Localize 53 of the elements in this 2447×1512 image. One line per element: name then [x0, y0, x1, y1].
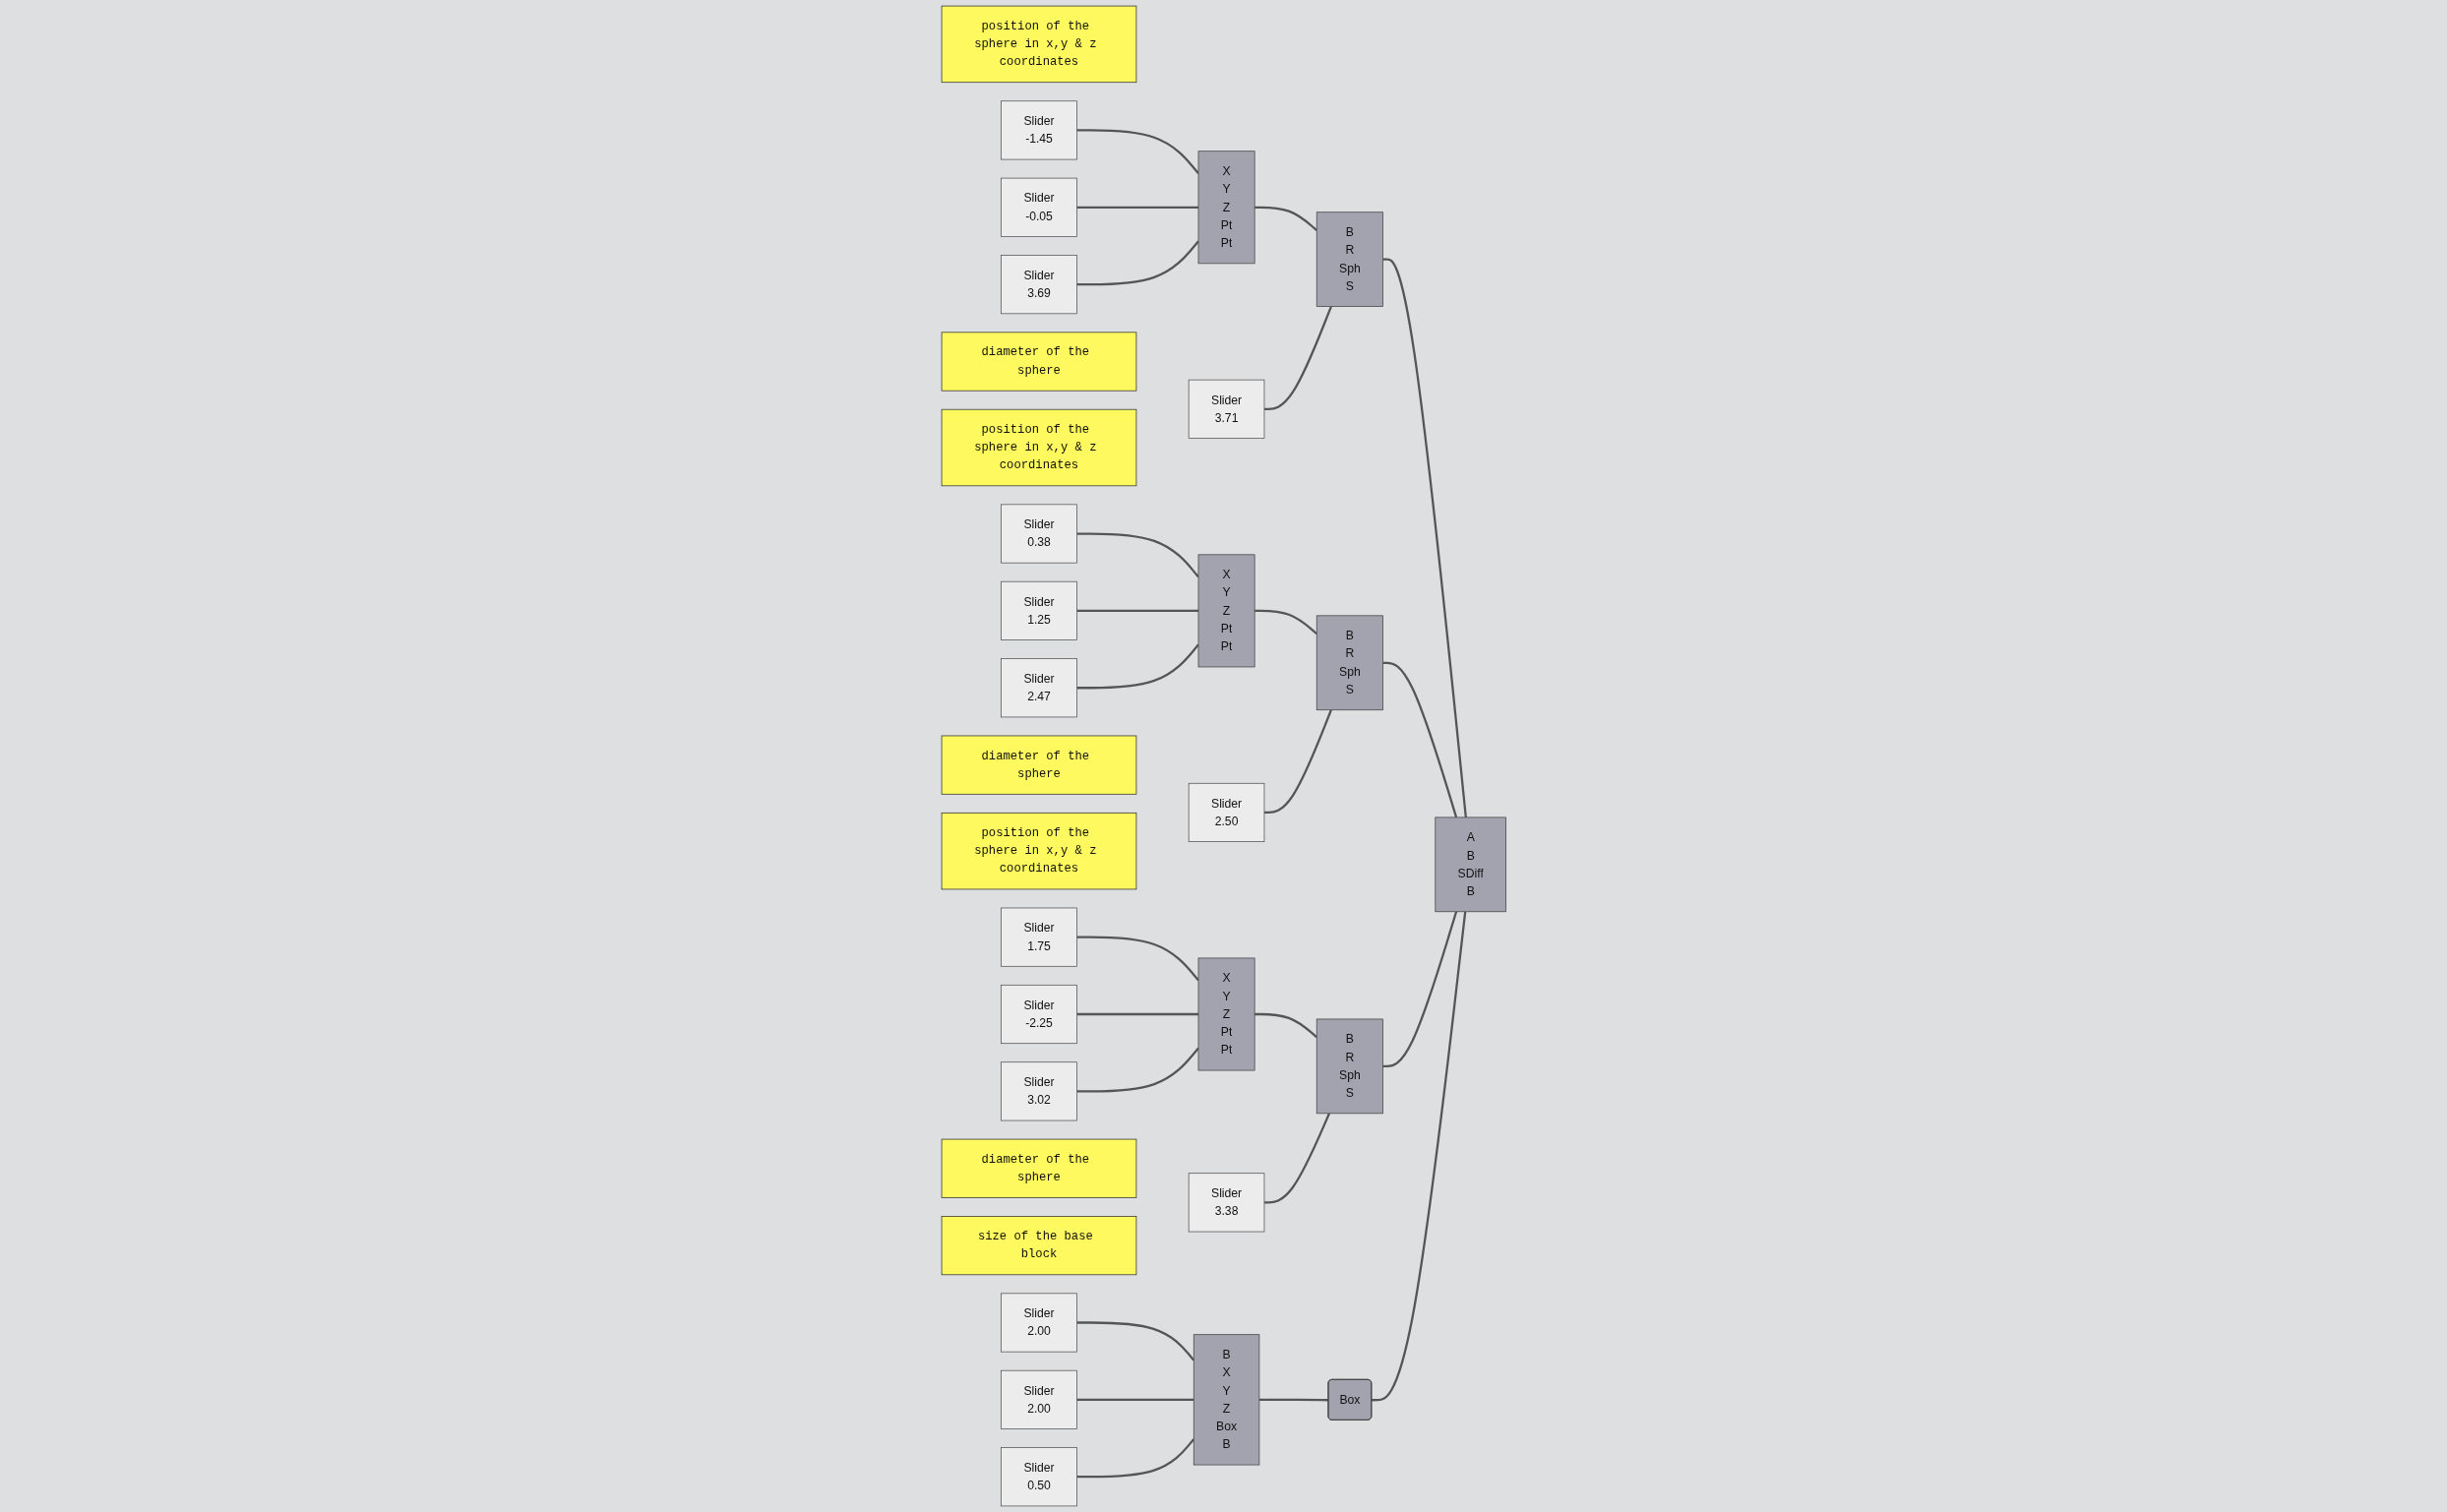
node-box: Slider 3.71	[1188, 379, 1264, 439]
node-box: diameter of the sphere	[941, 735, 1136, 795]
connector	[1076, 129, 1199, 175]
node-box: Slider 0.50	[1000, 1447, 1077, 1507]
node-box: X Y Z Pt Pt	[1197, 554, 1255, 668]
node-box: Slider 2.47	[1000, 658, 1077, 718]
connector	[1258, 1398, 1328, 1402]
node-box: diameter of the sphere	[941, 1138, 1136, 1198]
connector	[1263, 709, 1332, 815]
connector	[1076, 240, 1199, 286]
node-box: X Y Z Pt Pt	[1197, 957, 1255, 1071]
node-box: Slider 3.38	[1188, 1173, 1264, 1233]
connector	[1076, 1012, 1198, 1016]
node-box: B R Sph S	[1315, 615, 1383, 711]
node-box: Slider 1.75	[1000, 907, 1077, 967]
node-box: B R Sph S	[1315, 1018, 1383, 1115]
connector	[1263, 306, 1332, 410]
connector	[1263, 1113, 1330, 1204]
connector	[1076, 532, 1199, 578]
node-box: Slider 2.00	[1000, 1369, 1077, 1429]
connector	[1254, 1012, 1317, 1039]
connector	[1076, 1321, 1194, 1361]
connector	[1076, 643, 1199, 690]
node-box: size of the base block	[941, 1216, 1136, 1276]
node-box: position of the sphere in x,y & z coordinates	[941, 5, 1136, 84]
node-box: Slider 2.00	[1000, 1293, 1077, 1353]
connector	[1382, 911, 1457, 1068]
node-box: A B SDiff B	[1435, 816, 1506, 913]
connector	[1254, 206, 1317, 231]
node-box: Slider 3.02	[1000, 1061, 1077, 1121]
connector	[1076, 936, 1199, 982]
node-box: Slider -0.05	[1000, 177, 1077, 237]
node-box: B R Sph S	[1315, 212, 1383, 307]
connector	[1076, 206, 1198, 209]
connector	[1382, 258, 1467, 817]
node-box: Slider -1.45	[1000, 100, 1077, 160]
node-box: position of the sphere in x,y & z coordinates	[941, 408, 1136, 487]
connector	[1371, 911, 1466, 1402]
connector	[1382, 661, 1457, 818]
connector	[1076, 1047, 1199, 1093]
connector	[1076, 1398, 1193, 1401]
node-box: Slider 1.25	[1000, 580, 1077, 640]
node-box: B X Y Z Box B	[1193, 1334, 1259, 1466]
node-box: diameter of the sphere	[941, 332, 1136, 392]
node-box: Slider 3.69	[1000, 255, 1077, 315]
connector	[1076, 609, 1198, 613]
connector	[1254, 609, 1317, 635]
node-box: Slider 2.50	[1188, 782, 1264, 842]
connector	[1076, 1438, 1194, 1479]
node-box: position of the sphere in x,y & z coordinates	[941, 812, 1136, 890]
node-box: X Y Z Pt Pt	[1197, 151, 1255, 265]
node-box: Slider -2.25	[1000, 984, 1077, 1045]
node-box: Slider 0.38	[1000, 504, 1077, 564]
